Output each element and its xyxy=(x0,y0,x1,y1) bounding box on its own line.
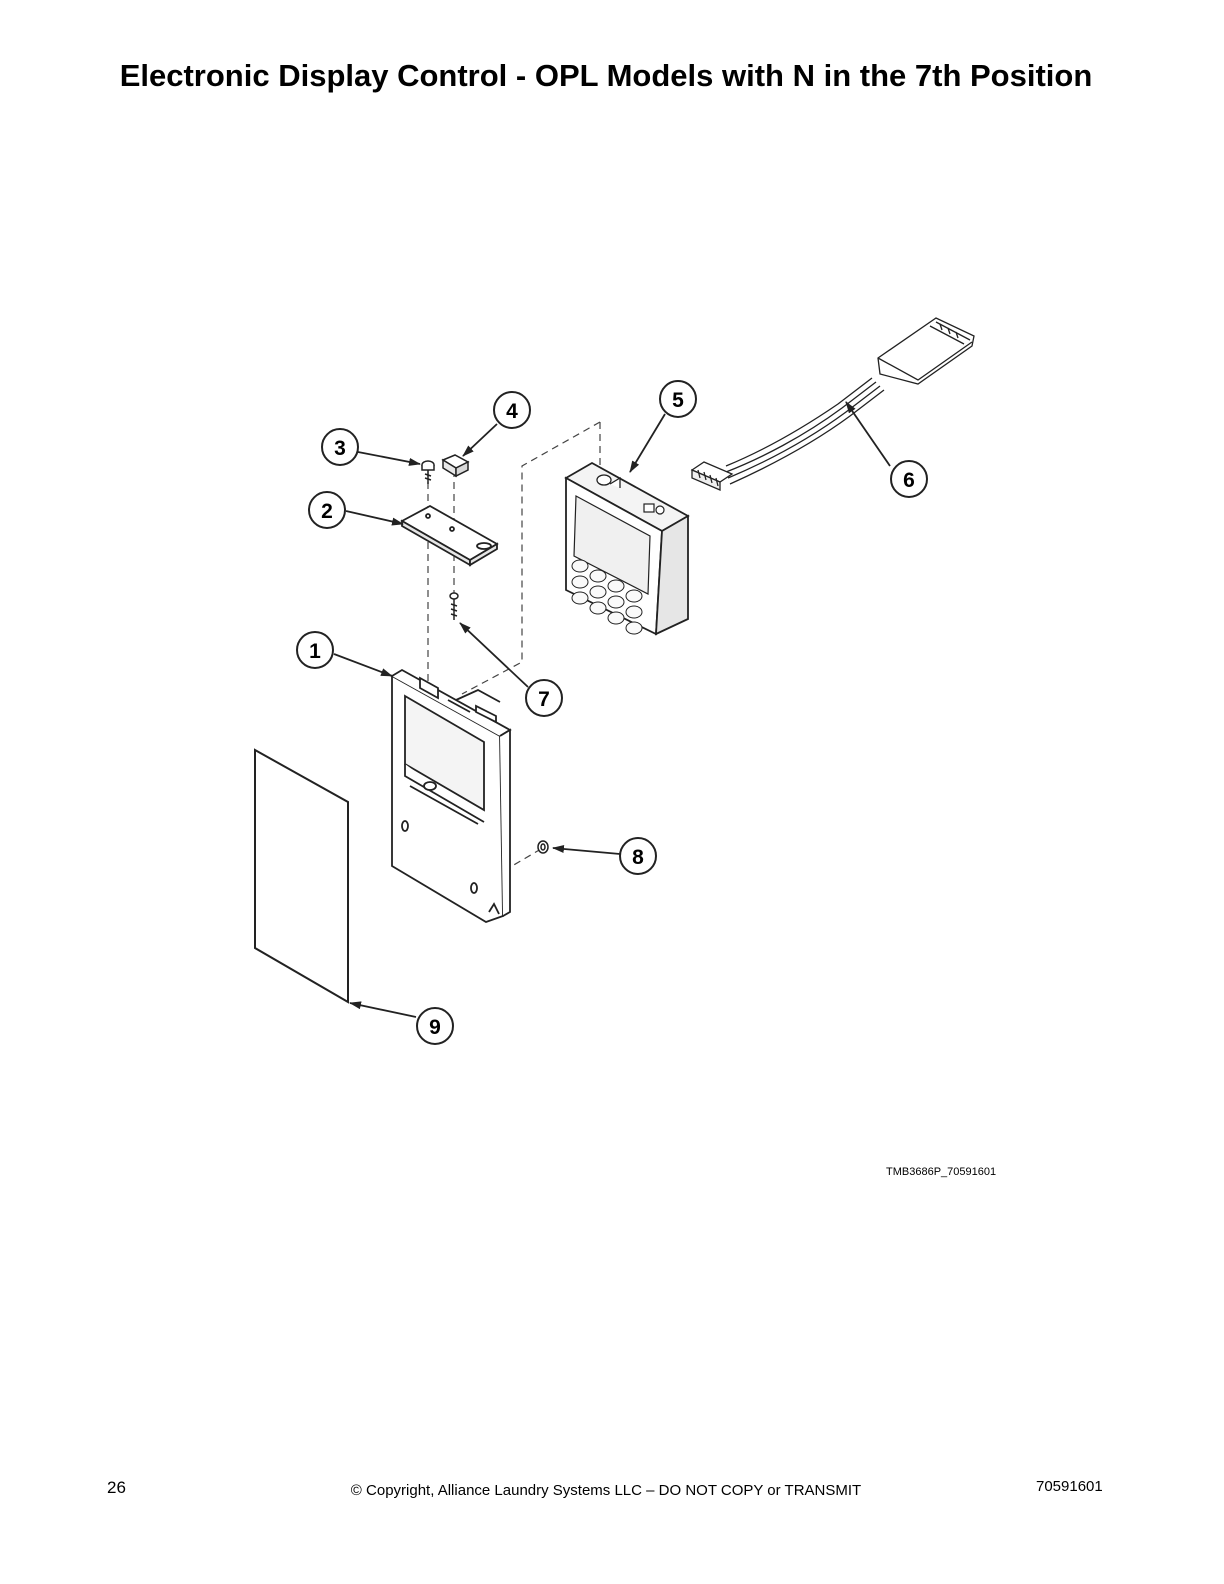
page-title: Electronic Display Control - OPL Models … xyxy=(119,58,1093,93)
part-7-screw xyxy=(449,592,459,620)
svg-text:5: 5 xyxy=(672,389,684,412)
callout-4: 4 xyxy=(493,391,531,429)
part-6-wire-harness xyxy=(690,317,975,491)
part-1-bracket xyxy=(391,668,512,923)
copyright-notice: © Copyright, Alliance Laundry Systems LL… xyxy=(350,1482,862,1499)
svg-text:1: 1 xyxy=(309,640,321,663)
callout-5: 5 xyxy=(659,380,697,418)
part-5-display-control xyxy=(564,461,690,636)
svg-text:8: 8 xyxy=(632,846,644,869)
part-9-sheet xyxy=(254,748,349,1004)
callout-7: 7 xyxy=(525,679,563,717)
svg-text:3: 3 xyxy=(334,437,346,460)
svg-text:2: 2 xyxy=(321,500,333,523)
callout-3: 3 xyxy=(321,428,359,466)
document-number: 70591601 xyxy=(1036,1478,1103,1495)
callout-1: 1 xyxy=(296,631,334,669)
svg-text:7: 7 xyxy=(538,688,550,711)
callout-9: 9 xyxy=(416,1007,454,1045)
figure-id: TMB3686P_70591601 xyxy=(886,1166,997,1178)
page-number: 26 xyxy=(107,1478,126,1497)
part-2-plate xyxy=(400,504,499,567)
part-8-nut xyxy=(537,840,549,854)
callout-2: 2 xyxy=(308,491,346,529)
callout-8: 8 xyxy=(619,837,657,875)
part-3-screw xyxy=(421,460,435,484)
callout-6: 6 xyxy=(890,460,928,498)
svg-text:6: 6 xyxy=(903,469,915,492)
svg-text:9: 9 xyxy=(429,1016,441,1039)
svg-text:4: 4 xyxy=(506,400,518,423)
callout-leaders xyxy=(333,401,891,1018)
part-4-clip xyxy=(441,454,470,478)
